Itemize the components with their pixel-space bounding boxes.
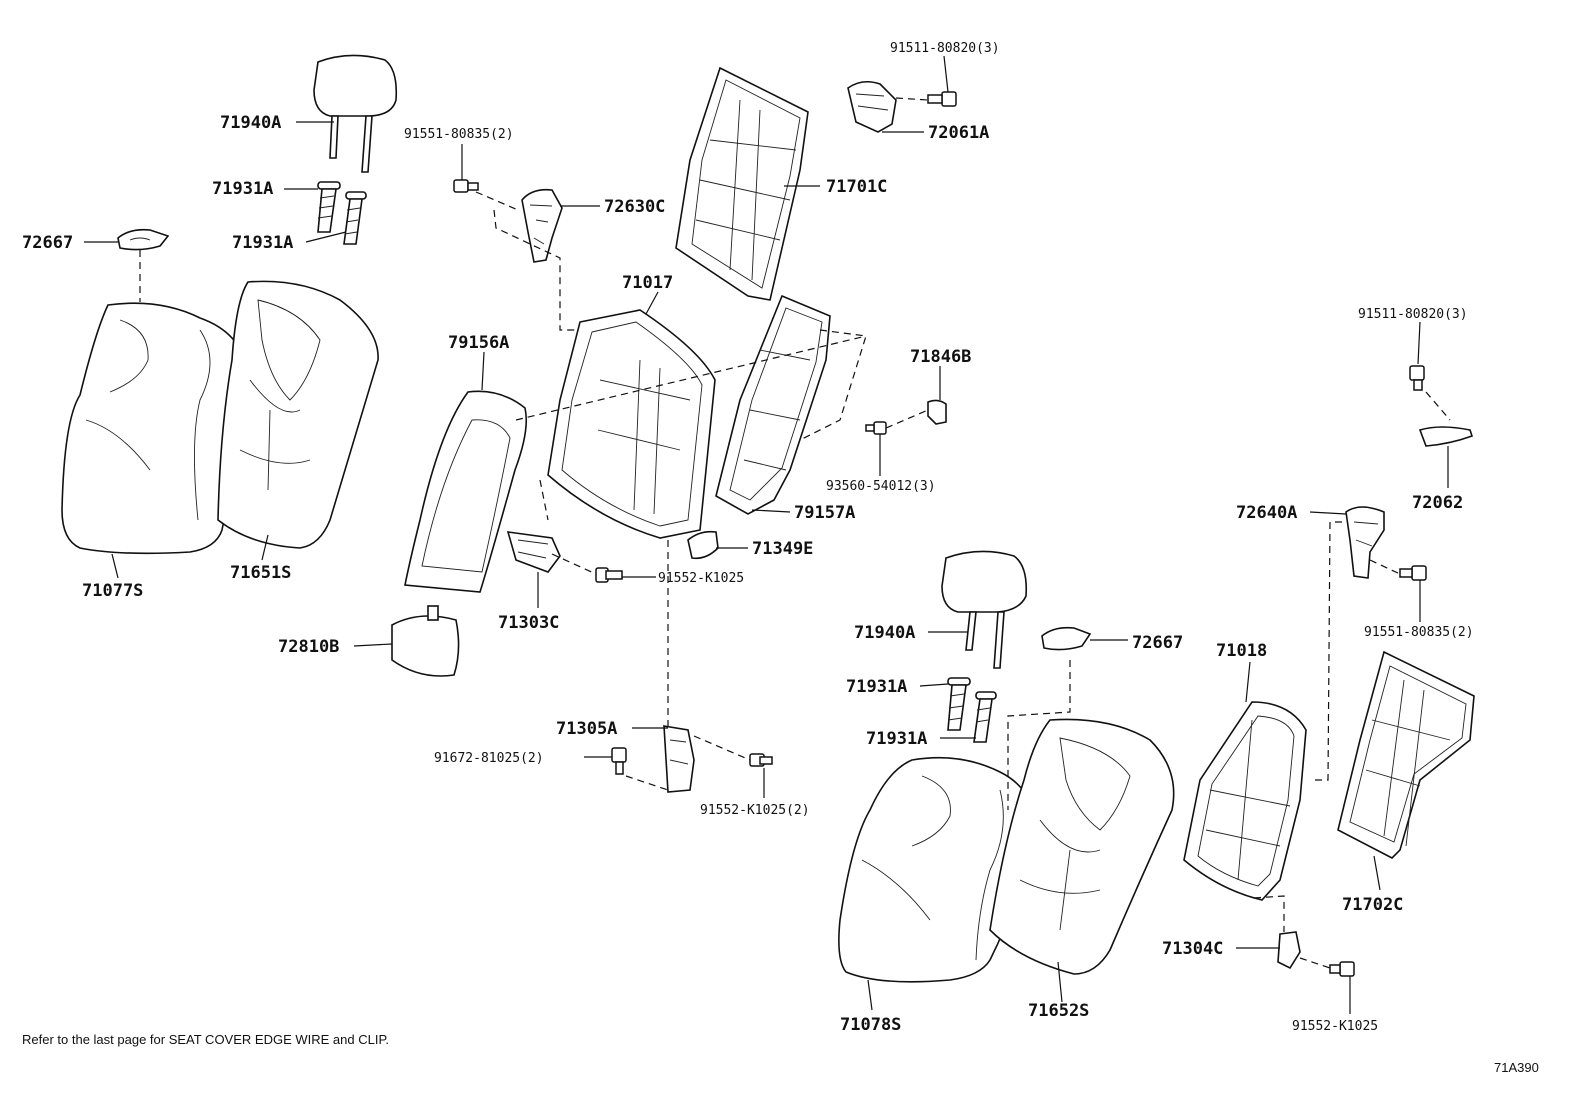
bracket-72640a bbox=[1345, 506, 1385, 579]
label-79156a: 79156A bbox=[448, 333, 509, 353]
label-93560-54012-3: 93560-54012(3) bbox=[826, 479, 936, 494]
seatback-frame-71017 bbox=[547, 309, 716, 539]
footnote: Refer to the last page for SEAT COVER ED… bbox=[22, 1032, 389, 1047]
back-board-71702c bbox=[1337, 650, 1475, 859]
bolt-91552-center bbox=[595, 567, 623, 583]
label-91552-k1025-center: 91552-K1025 bbox=[658, 571, 744, 586]
bracket-71305a bbox=[663, 725, 695, 793]
label-91552-k1025-right: 91552-K1025 bbox=[1292, 1019, 1378, 1034]
seatback-pad-right bbox=[838, 756, 1035, 983]
bracket-72061a bbox=[847, 80, 897, 133]
label-71018: 71018 bbox=[1216, 641, 1267, 661]
label-79157a: 79157A bbox=[794, 503, 855, 523]
clip-72667-right bbox=[1041, 626, 1092, 651]
label-71940a-right: 71940A bbox=[854, 623, 915, 643]
label-71846b: 71846B bbox=[910, 347, 971, 367]
bolt-91552-lower bbox=[749, 753, 773, 767]
label-72630c: 72630C bbox=[604, 197, 665, 217]
label-71077s: 71077S bbox=[82, 581, 143, 601]
label-71305a: 71305A bbox=[556, 719, 617, 739]
label-71078s: 71078S bbox=[840, 1015, 901, 1035]
hinge-cover-71303c bbox=[506, 531, 561, 573]
bolt-91552-right bbox=[1329, 961, 1355, 977]
label-71702c: 71702C bbox=[1342, 895, 1403, 915]
headrest-guides-left bbox=[317, 181, 367, 245]
bolt-91551-right bbox=[1399, 565, 1427, 581]
label-91672-81025-2: 91672-81025(2) bbox=[434, 751, 544, 766]
bracket-71304c bbox=[1277, 931, 1301, 970]
diagram-id: 71A390 bbox=[1494, 1060, 1539, 1075]
label-71651s: 71651S bbox=[230, 563, 291, 583]
bolt-91511-top bbox=[927, 91, 957, 107]
bolt-91551-top bbox=[453, 179, 479, 193]
part-labels: 71940A 71931A 71931A 72667 71077S 71651S… bbox=[22, 41, 1474, 1035]
label-72061a: 72061A bbox=[928, 123, 989, 143]
label-71931a-right-1: 71931A bbox=[846, 677, 907, 697]
label-72062: 72062 bbox=[1412, 493, 1463, 513]
label-71931a-right-2: 71931A bbox=[866, 729, 927, 749]
leader-lines bbox=[84, 55, 1449, 1014]
label-71940a-left: 71940A bbox=[220, 113, 281, 133]
headrest-right bbox=[941, 550, 1028, 669]
seatback-pad-left bbox=[61, 302, 249, 555]
clip-71846b bbox=[927, 399, 947, 425]
headrest-left bbox=[313, 54, 398, 173]
clip-72667-left bbox=[117, 228, 170, 251]
bracket-72630c bbox=[521, 188, 563, 263]
bolt-91672 bbox=[611, 747, 627, 775]
label-71349e: 71349E bbox=[752, 539, 813, 559]
label-72640a: 72640A bbox=[1236, 503, 1297, 523]
label-91511-80820-3-top: 91511-80820(3) bbox=[890, 41, 1000, 56]
label-91551-80835-2-right: 91551-80835(2) bbox=[1364, 625, 1474, 640]
seatback-cover-left bbox=[217, 280, 379, 549]
label-91551-80835-2-top: 91551-80835(2) bbox=[404, 127, 514, 142]
label-72810b: 72810B bbox=[278, 637, 339, 657]
label-72667-right: 72667 bbox=[1132, 633, 1183, 653]
label-91552-k1025-2: 91552-K1025(2) bbox=[700, 803, 810, 818]
back-board-79157a bbox=[715, 294, 831, 515]
cushion-72810b bbox=[391, 605, 460, 677]
label-71304c: 71304C bbox=[1162, 939, 1223, 959]
label-72667-left: 72667 bbox=[22, 233, 73, 253]
back-board-71701c bbox=[675, 66, 809, 301]
seatback-cover-right bbox=[989, 718, 1175, 975]
label-91511-80820-3-right: 91511-80820(3) bbox=[1358, 307, 1468, 322]
headrest-guides-right bbox=[947, 677, 997, 743]
label-71652s: 71652S bbox=[1028, 1001, 1089, 1021]
side-pad-79156a bbox=[404, 390, 528, 593]
screw-93560 bbox=[865, 421, 887, 435]
assembly-dash-lines bbox=[139, 97, 1451, 969]
bolt-91511-right bbox=[1409, 365, 1425, 391]
label-71931a-left-1: 71931A bbox=[212, 179, 273, 199]
seatback-frame-71018 bbox=[1183, 701, 1307, 901]
label-71303c: 71303C bbox=[498, 613, 559, 633]
label-71017: 71017 bbox=[622, 273, 673, 293]
cover-71349e bbox=[687, 530, 719, 560]
label-71931a-left-2: 71931A bbox=[232, 233, 293, 253]
strip-72062 bbox=[1418, 426, 1474, 447]
label-71701c: 71701C bbox=[826, 177, 887, 197]
